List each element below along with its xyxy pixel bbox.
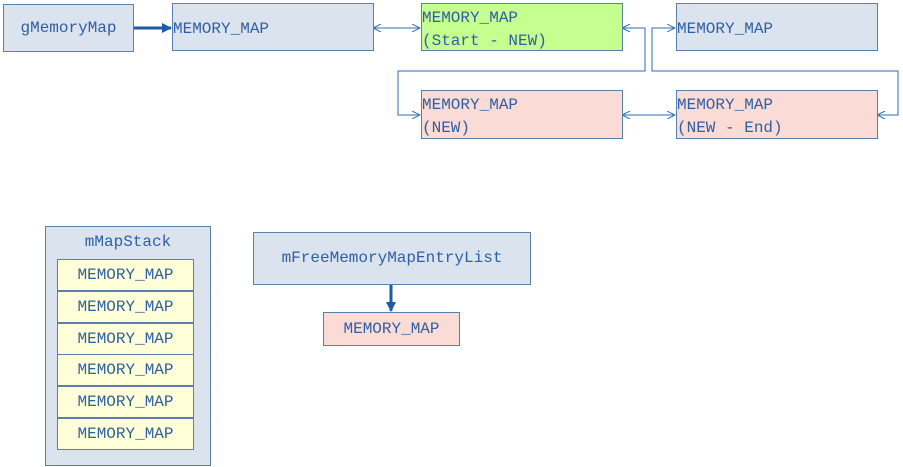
free-list-node: MEMORY_MAP (323, 312, 460, 346)
free-list-label: mFreeMemoryMapEntryList (281, 249, 503, 267)
node-sublabel: (NEW - End) (677, 119, 783, 137)
free-list-node-label: MEMORY_MAP (343, 319, 440, 338)
memory-map-node-1: MEMORY_MAP (172, 3, 374, 51)
memory-map-node-new-end: MEMORY_MAP (NEW - End) (676, 90, 878, 139)
node-sublabel: (NEW) (422, 119, 471, 137)
node-label: MEMORY_MAP (677, 20, 774, 38)
map-stack-item: MEMORY_MAP (57, 418, 194, 450)
memory-map-node-3: MEMORY_MAP (676, 3, 878, 51)
node-label: MEMORY_MAP (677, 96, 774, 114)
map-stack-item: MEMORY_MAP (57, 259, 194, 291)
node-label: MEMORY_MAP (422, 8, 519, 27)
free-list-head: mFreeMemoryMapEntryList (253, 232, 531, 285)
map-stack-item: MEMORY_MAP (57, 291, 194, 323)
map-stack: mMapStack MEMORY_MAP MEMORY_MAP MEMORY_M… (45, 226, 211, 466)
map-stack-item: MEMORY_MAP (57, 386, 194, 418)
gmemorymap-label: gMemoryMap (20, 18, 117, 37)
map-stack-item: MEMORY_MAP (57, 323, 194, 355)
map-stack-item: MEMORY_MAP (57, 354, 194, 386)
map-stack-title: mMapStack (84, 233, 172, 251)
gmemorymap-head: gMemoryMap (3, 4, 134, 52)
node-label: MEMORY_MAP (422, 96, 519, 114)
node-label: MEMORY_MAP (173, 20, 270, 38)
memory-map-node-new: MEMORY_MAP (NEW) (421, 90, 623, 139)
memory-map-node-start: MEMORY_MAP (Start - NEW) (421, 3, 623, 51)
node-sublabel: (Start - NEW) (422, 31, 547, 50)
